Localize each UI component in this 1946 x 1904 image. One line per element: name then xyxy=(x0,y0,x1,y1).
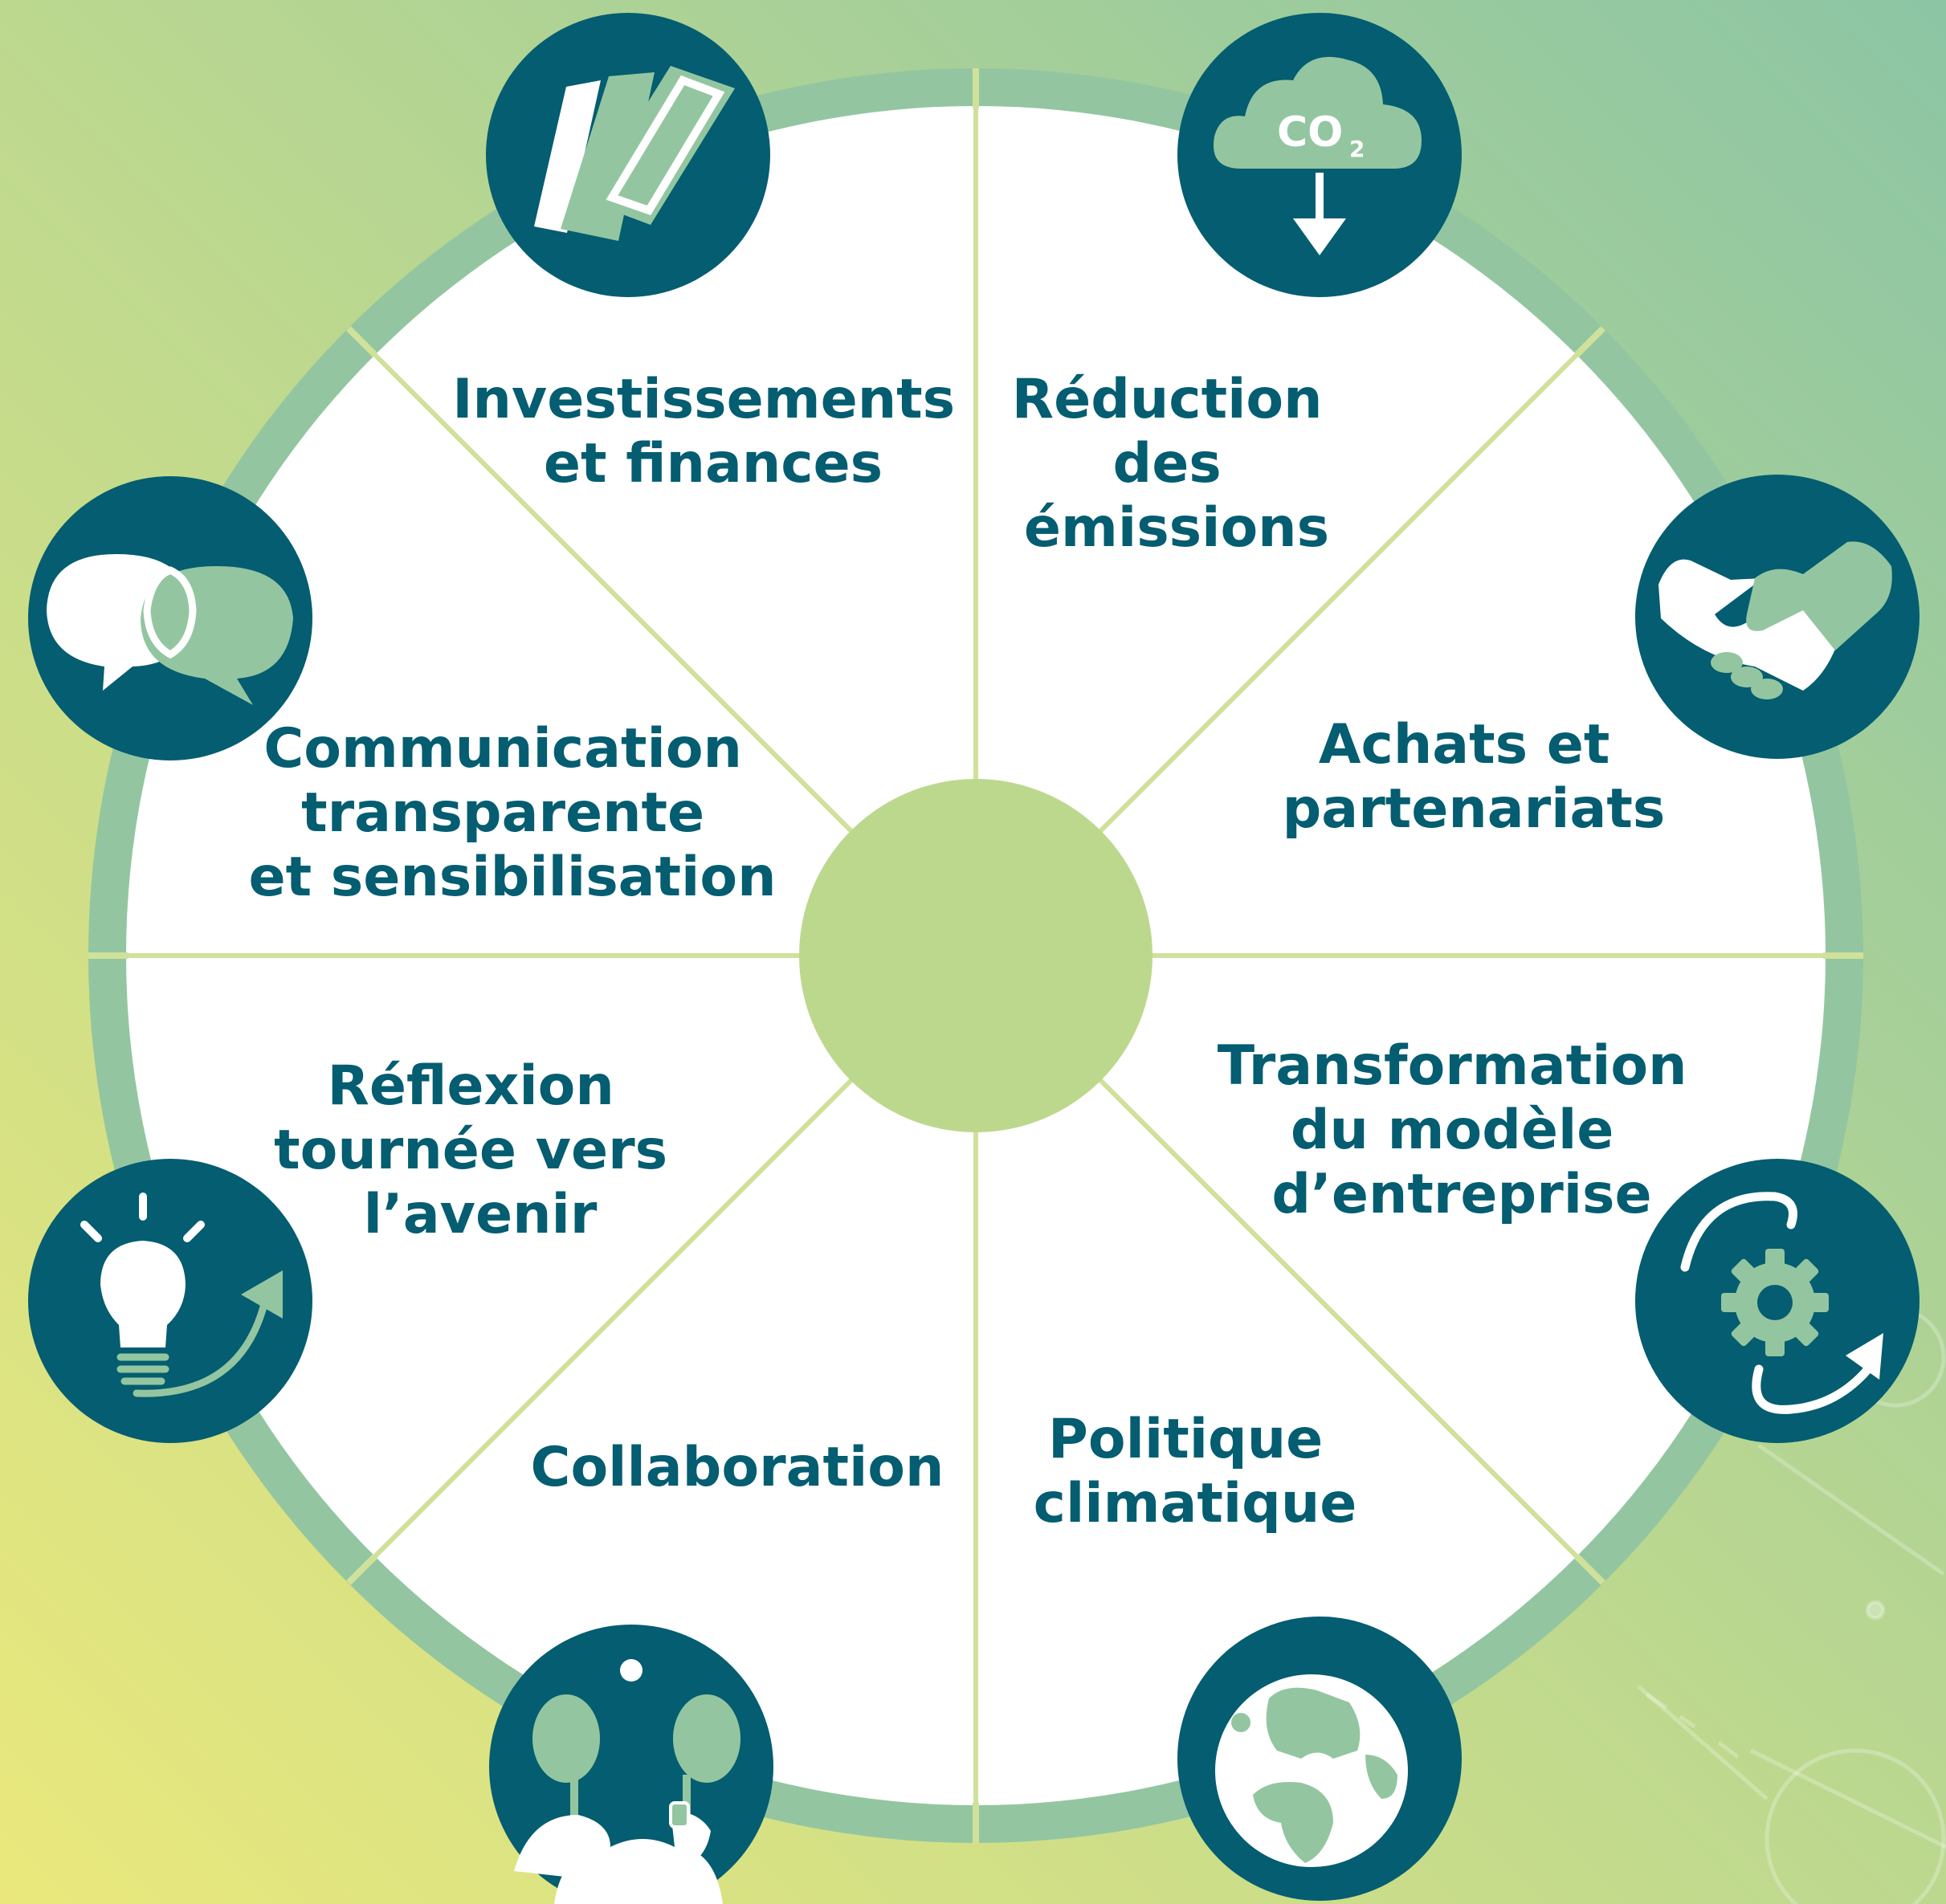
people-collaboration-icon xyxy=(489,1625,773,1904)
svg-text:2: 2 xyxy=(1349,136,1365,162)
gear-cycle-icon xyxy=(1635,1159,1919,1443)
background-decoration xyxy=(1637,1307,1946,1904)
label-purchasing: Achats et partenariats xyxy=(1283,713,1666,841)
money-icon xyxy=(486,13,770,297)
label-communication: Communication transparente et sensibilis… xyxy=(249,717,777,909)
handshake-icon xyxy=(1635,475,1919,759)
label-future: Réflexion tournée vers l’avenir xyxy=(274,1054,687,1246)
label-business-model: Transformation du modèle d’entreprise xyxy=(1218,1034,1706,1226)
label-investments: Investissements et finances xyxy=(452,368,974,495)
label-climate-policy: Politique climatique xyxy=(1034,1408,1357,1535)
co2-cloud-icon: CO 2 xyxy=(1177,13,1462,297)
ring-gaps xyxy=(88,68,1863,1843)
speech-bubbles-icon xyxy=(28,476,312,760)
label-emissions: Réduction des émissions xyxy=(1012,368,1342,560)
svg-text:CO: CO xyxy=(1277,108,1343,157)
center-hub xyxy=(799,779,1153,1132)
label-collaboration: Collaboration xyxy=(531,1436,944,1499)
globe-icon xyxy=(1177,1617,1462,1901)
lightbulb-arrow-icon xyxy=(28,1159,312,1443)
